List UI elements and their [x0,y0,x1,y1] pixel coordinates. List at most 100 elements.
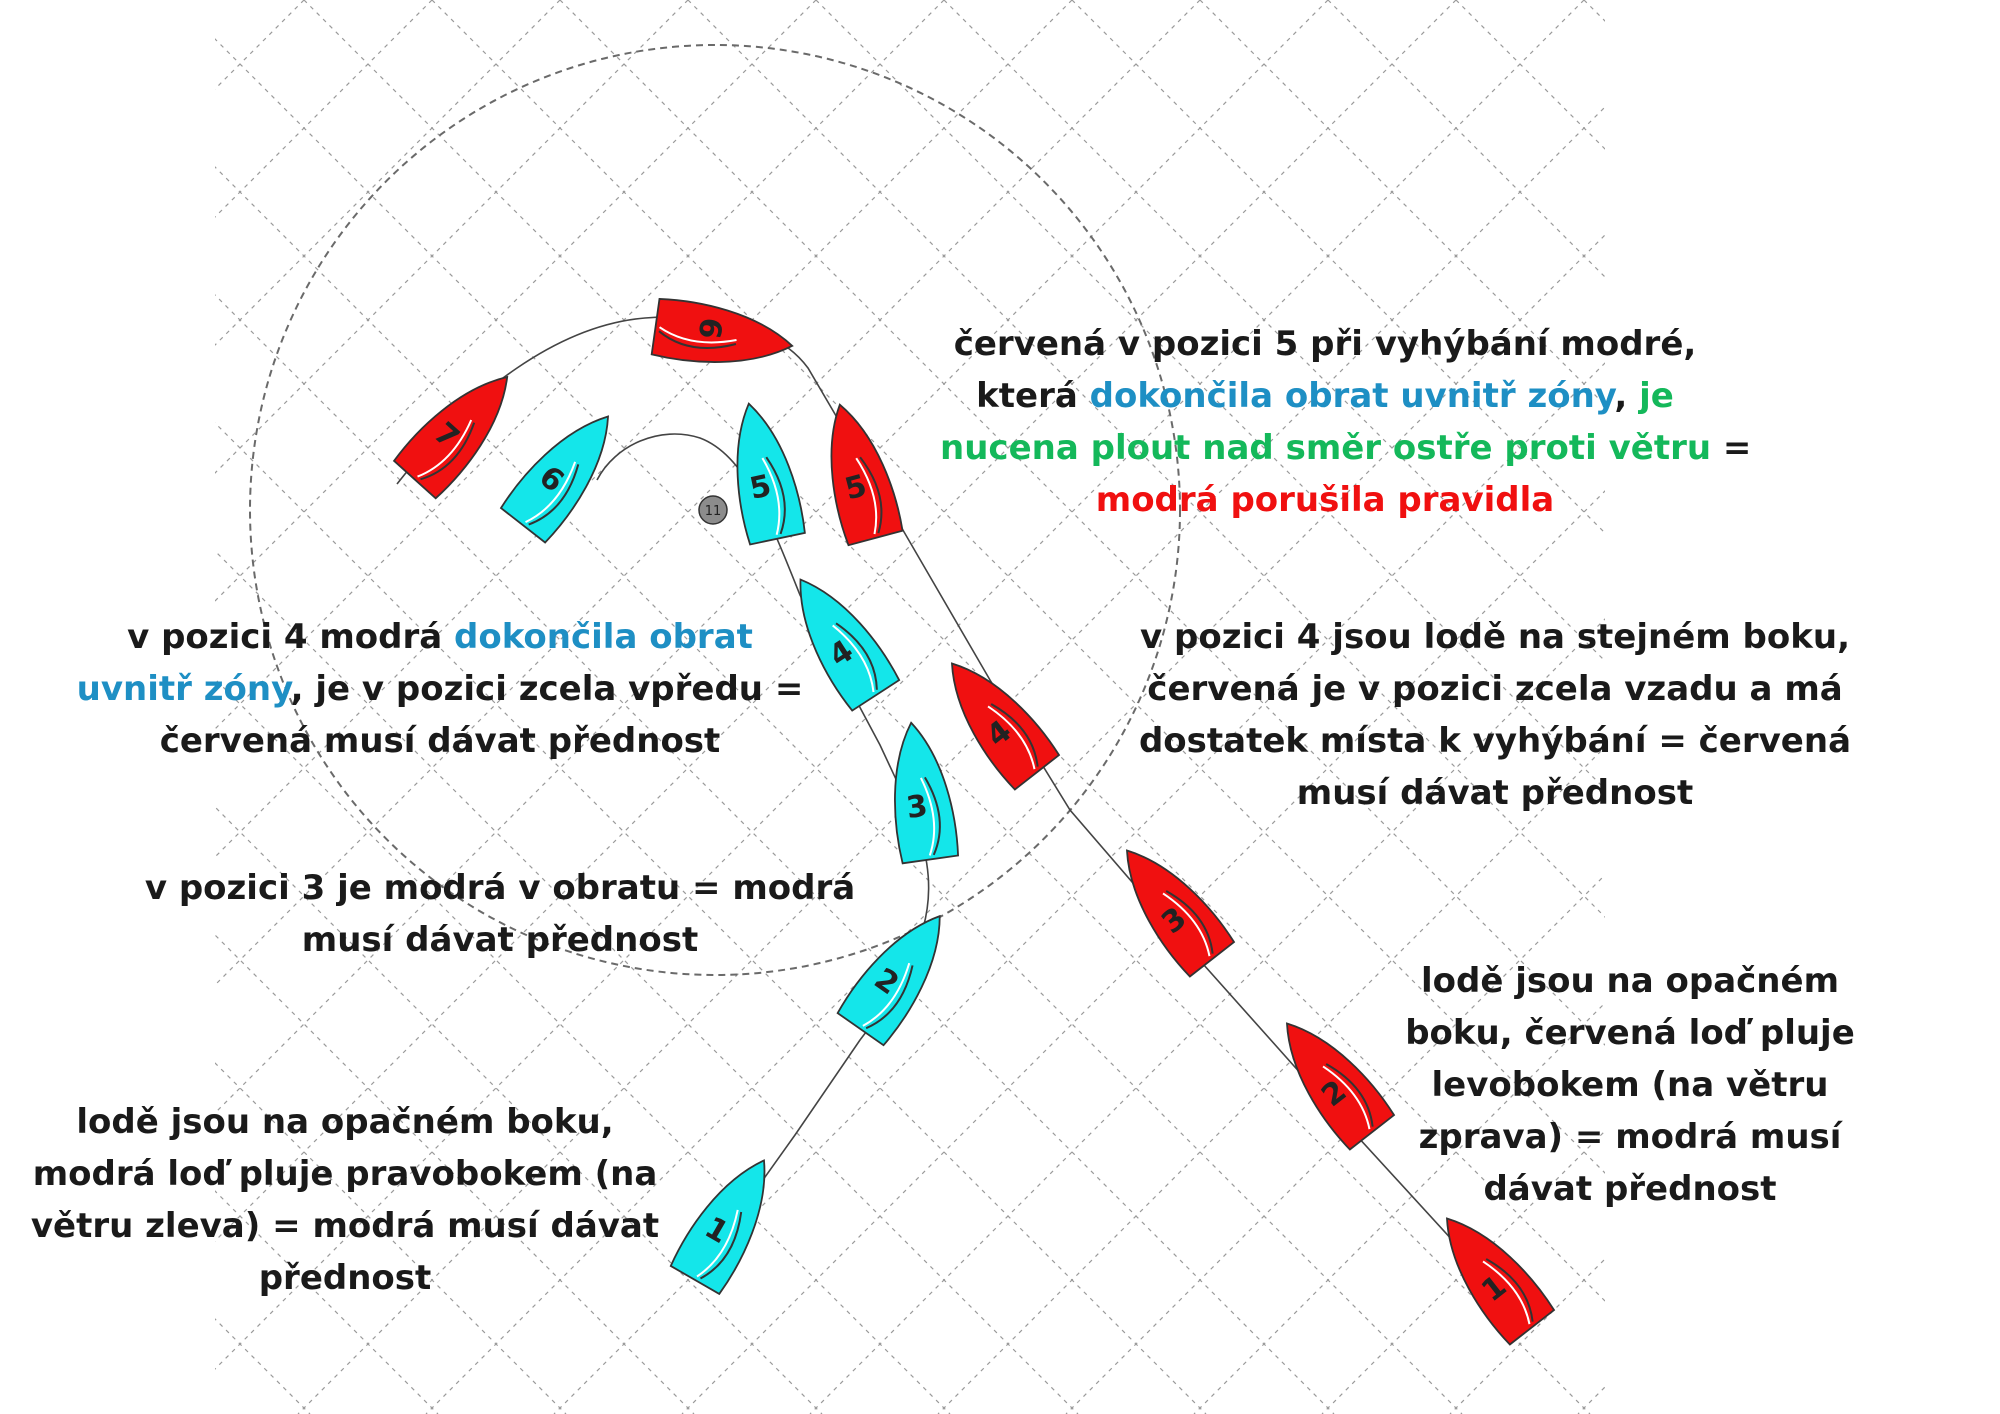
boat-sail [699,1211,743,1280]
annotation-opposite-tack-red-port: lodě jsou na opačném boku, červená loď p… [1340,955,1920,1215]
zone-circle [249,44,1181,976]
grid-line [1065,874,1605,1414]
grid-line [215,678,951,1414]
annotation-opposite-tack-blue-starboard: lodě jsou na opačném boku, modrá loď plu… [15,1096,675,1304]
grid-line [687,0,1605,918]
boat-sail [859,456,883,534]
boat-sail-highlight [525,461,577,524]
annotation-same-tack-position-4: v pozici 4 jsou lodě na stejném boku, če… [1110,611,1880,819]
grid-line [815,0,1605,790]
text-line: levobokem (na větru [1431,1065,1829,1105]
grid-line [215,38,1591,1414]
boat-hull [392,375,509,500]
blue-boat-1: 1 [669,1159,766,1296]
text-line-red: modrá porušila pravidla [1095,480,1555,520]
text-line: modrá loď pluje pravobokem (na [32,1154,658,1194]
boat-sail [865,965,914,1030]
boat-sail-highlight [855,457,878,535]
boat-sail-highlight [1162,892,1211,957]
grid-line [681,490,1605,1414]
grid-line [215,934,695,1414]
grid-line [215,0,817,602]
text-line: uvnitř zóny, je v pozici zcela vpředu = [60,663,820,715]
boat-sail-highlight [417,419,473,478]
grid-line [1962,0,2000,1414]
blue-boat-2: 2 [836,914,941,1047]
text-line: dávat přednost [1483,1169,1777,1209]
boat-sail [765,456,786,535]
boat-number: 6 [691,315,729,341]
boat-sail [1325,1063,1374,1127]
text-line: musí dávat přednost [1296,773,1694,813]
grid-line [1321,1130,1605,1414]
grid-line [215,0,1329,1114]
annotation-blue-position-3: v pozici 3 je modrá v obratu = modrá mus… [120,862,880,966]
text-line: v pozici 4 modrá dokončila obrat [60,611,820,663]
text-line: červená je v pozici zcela vzadu a má [1147,669,1843,709]
text-line: která dokončila obrat uvnitř zóny, je [940,370,1710,422]
grid-line [809,618,1605,1414]
grid-line [215,0,689,474]
grid-line [559,0,1605,1046]
grid-line [215,0,561,346]
grid-line [1071,0,1605,534]
grid-line [215,550,1079,1414]
red-boat-6: 6 [650,297,794,363]
boat-hull [836,914,941,1047]
blue-boat-6: 6 [499,415,609,544]
text-span: , [1614,376,1640,416]
grid-line [215,0,1073,858]
grid-line [425,234,1605,1414]
text-line: přednost [258,1258,432,1298]
blue-boat-4: 4 [799,578,901,712]
text-line: větru zleva) = modrá musí dávat [30,1206,660,1246]
boat-hull [799,578,901,712]
boat-sail [990,703,1039,767]
text-line: v pozici 4 jsou lodě na stejném boku, [1140,617,1850,657]
text-line: dostatek místa k vyhýbání = červená [1138,721,1852,761]
grid-line [1193,1002,1605,1414]
mark-circle [698,495,728,525]
grid-line [215,422,1207,1414]
text-span-blue: uvnitř zóny [76,669,291,709]
text-span: , je v pozici zcela vpředu = [290,669,804,709]
boat-hull [830,403,904,547]
text-line: boku, červená loď pluje [1405,1013,1855,1053]
text-line: zprava) = modrá musí [1418,1117,1842,1157]
red-boat-2: 2 [1286,1022,1396,1151]
boat-sail [420,422,476,481]
text-line: lodě jsou na opačném boku, [76,1102,614,1142]
text-span: v pozici 4 modrá [127,617,455,657]
boat-hull [499,415,609,544]
grid-line [215,1062,567,1414]
boat-sail-highlight [761,457,781,536]
grid-line [937,746,1605,1414]
text-line: červená musí dávat přednost [159,721,721,761]
grid-line [553,362,1605,1414]
boat-sail [835,622,878,690]
annotation-blue-position-4: v pozici 4 modrá dokončila obrat uvnitř … [60,611,820,767]
boat-sail-highlight [920,777,936,856]
grid-line [215,0,945,730]
text-span-green: je [1639,376,1674,416]
blue-boat-3: 3 [894,721,960,865]
text-span-blue: dokončila obrat uvnitř zóny [1089,376,1615,416]
red-boat-7: 7 [392,375,509,500]
text-span: která [976,376,1090,416]
text-span-blue: dokončila obrat [454,617,753,657]
mark-buoy: 11 [698,495,728,525]
text-line: červená v pozici 5 při vyhýbání modré, [953,324,1697,364]
red-boat-3: 3 [1126,849,1236,978]
grid-line [215,0,1585,1370]
grid-line [215,294,1335,1414]
grid-line [1199,0,1605,406]
boat-sail [528,464,580,526]
text-line: nucena plout nad směr ostře proti větru … [940,422,1751,474]
boat-sail-highlight [987,705,1036,770]
boat-sail-highlight [1322,1065,1371,1130]
text-line: v pozici 3 je modrá v obratu = modrá [144,868,856,908]
mark-label: 11 [705,504,722,519]
